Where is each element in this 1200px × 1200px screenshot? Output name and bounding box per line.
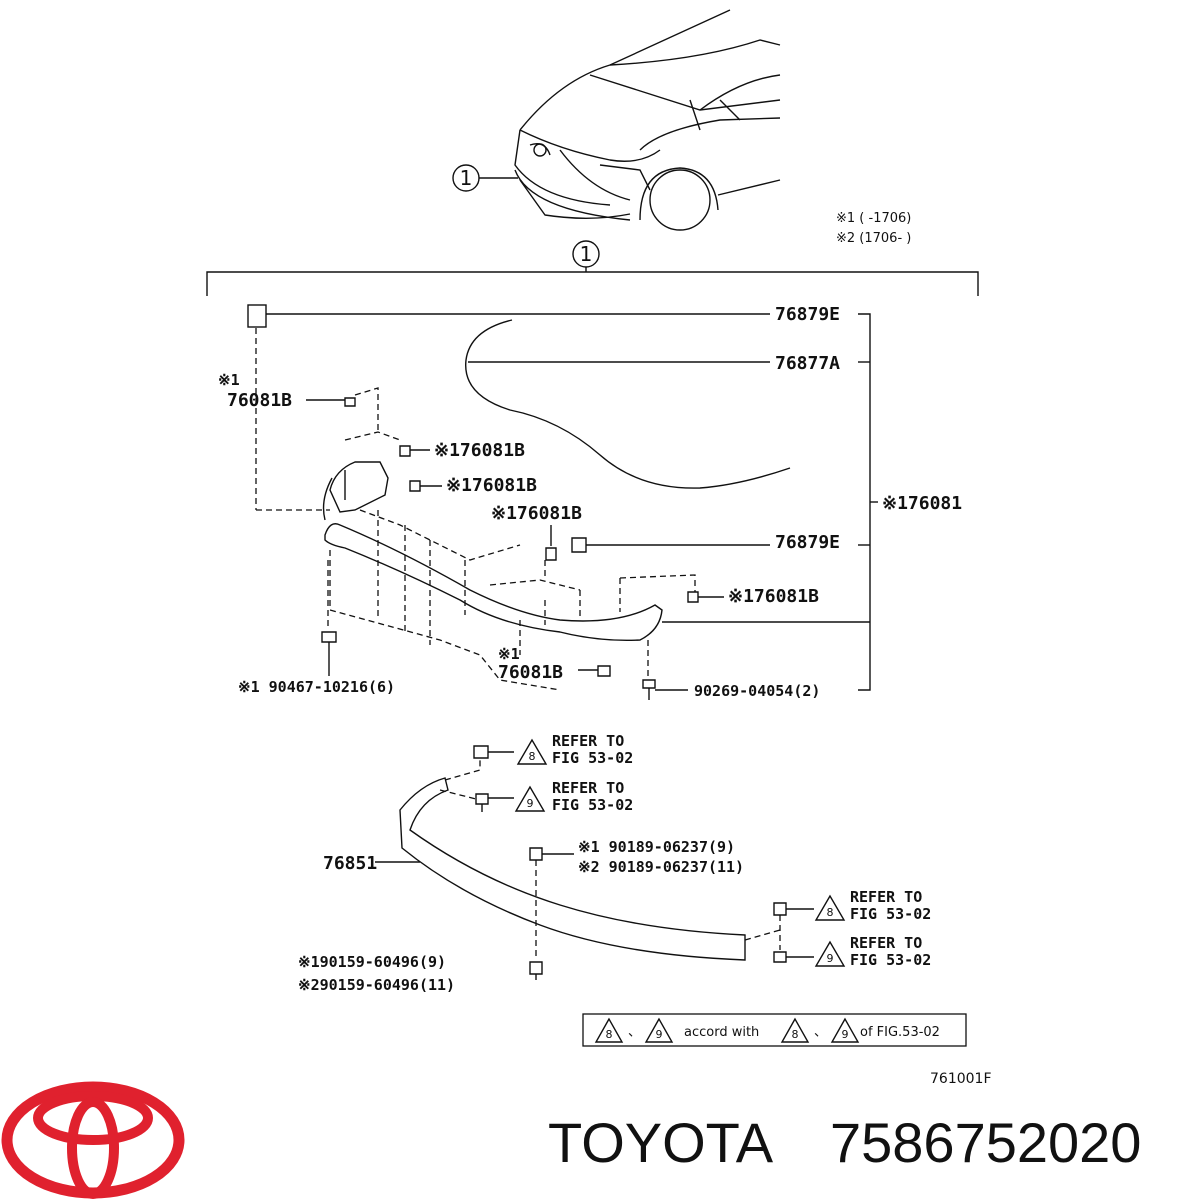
label-76081b-bottom: 76081B <box>498 662 563 683</box>
refer-box-3: 8 REFER TO FIG 53-02 <box>814 888 931 923</box>
label-76081b-c: ※176081B <box>491 503 582 524</box>
label-76877a: 76877A <box>775 353 840 374</box>
note-1: ※1 ( -1706) <box>836 211 911 226</box>
svg-text:1: 1 <box>580 242 593 266</box>
label-90189-2: ※2 90189-06237(11) <box>578 858 744 876</box>
assembly-bracket: 1 <box>206 240 979 296</box>
label-76081b-a: ※176081B <box>434 440 525 461</box>
toyota-logo <box>1 1081 185 1199</box>
svg-text:of FIG.53-02: of FIG.53-02 <box>860 1025 940 1040</box>
part-number: 7586752020 <box>830 1111 1141 1174</box>
upper-assembly <box>247 304 878 700</box>
svg-text:REFER TO: REFER TO <box>850 888 922 906</box>
svg-text:、: 、 <box>628 1025 641 1040</box>
svg-text:9: 9 <box>656 1028 663 1041</box>
label-90159-2: ※290159-60496(11) <box>298 976 455 994</box>
label-76081b-left: 76081B <box>227 390 292 411</box>
svg-text:、: 、 <box>814 1025 827 1040</box>
label-90467: ※1 90467-10216(6) <box>238 678 395 696</box>
label-76081b-left-prefix: ※1 <box>218 371 240 389</box>
label-76081b-bottom-prefix: ※1 <box>498 645 520 663</box>
lower-assembly <box>375 745 814 980</box>
svg-text:FIG 53-02: FIG 53-02 <box>552 749 633 767</box>
svg-text:REFER TO: REFER TO <box>850 934 922 952</box>
label-76851: 76851 <box>323 853 377 874</box>
svg-text:1: 1 <box>460 166 473 190</box>
label-76081b-right: ※176081B <box>728 586 819 607</box>
svg-text:REFER TO: REFER TO <box>552 732 624 750</box>
svg-text:8: 8 <box>827 906 834 919</box>
svg-text:8: 8 <box>529 750 536 763</box>
svg-text:9: 9 <box>527 797 534 810</box>
svg-text:FIG 53-02: FIG 53-02 <box>850 905 931 923</box>
label-90159-1: ※190159-60496(9) <box>298 953 446 971</box>
label-76879e-mid: 76879E <box>775 532 840 553</box>
svg-text:accord with: accord with <box>684 1025 759 1040</box>
refer-box-2: 9 REFER TO FIG 53-02 <box>514 779 633 814</box>
label-76081-group: ※176081 <box>882 493 962 514</box>
label-90269: 90269-04054(2) <box>694 682 820 700</box>
svg-text:FIG 53-02: FIG 53-02 <box>552 796 633 814</box>
label-76879e-top: 76879E <box>775 304 840 325</box>
svg-text:9: 9 <box>842 1028 849 1041</box>
svg-text:REFER TO: REFER TO <box>552 779 624 797</box>
figure-code: 761001F <box>930 1071 992 1087</box>
refer-box-4: 9 REFER TO FIG 53-02 <box>814 934 931 969</box>
svg-text:8: 8 <box>792 1028 799 1041</box>
note-2: ※2 (1706- ) <box>836 231 911 246</box>
refer-box-1: 8 REFER TO FIG 53-02 <box>516 732 633 767</box>
brand-name: TOYOTA <box>548 1111 774 1174</box>
svg-text:9: 9 <box>827 952 834 965</box>
callout-1-top: 1 <box>452 164 518 192</box>
car-front-illustration <box>514 9 781 231</box>
legend-box: 8 、 9 accord with 8 、 9 of FIG.53-02 <box>582 1013 967 1047</box>
label-76081b-b: ※176081B <box>446 475 537 496</box>
svg-text:FIG 53-02: FIG 53-02 <box>850 951 931 969</box>
label-90189-1: ※1 90189-06237(9) <box>578 838 735 856</box>
svg-text:8: 8 <box>606 1028 613 1041</box>
